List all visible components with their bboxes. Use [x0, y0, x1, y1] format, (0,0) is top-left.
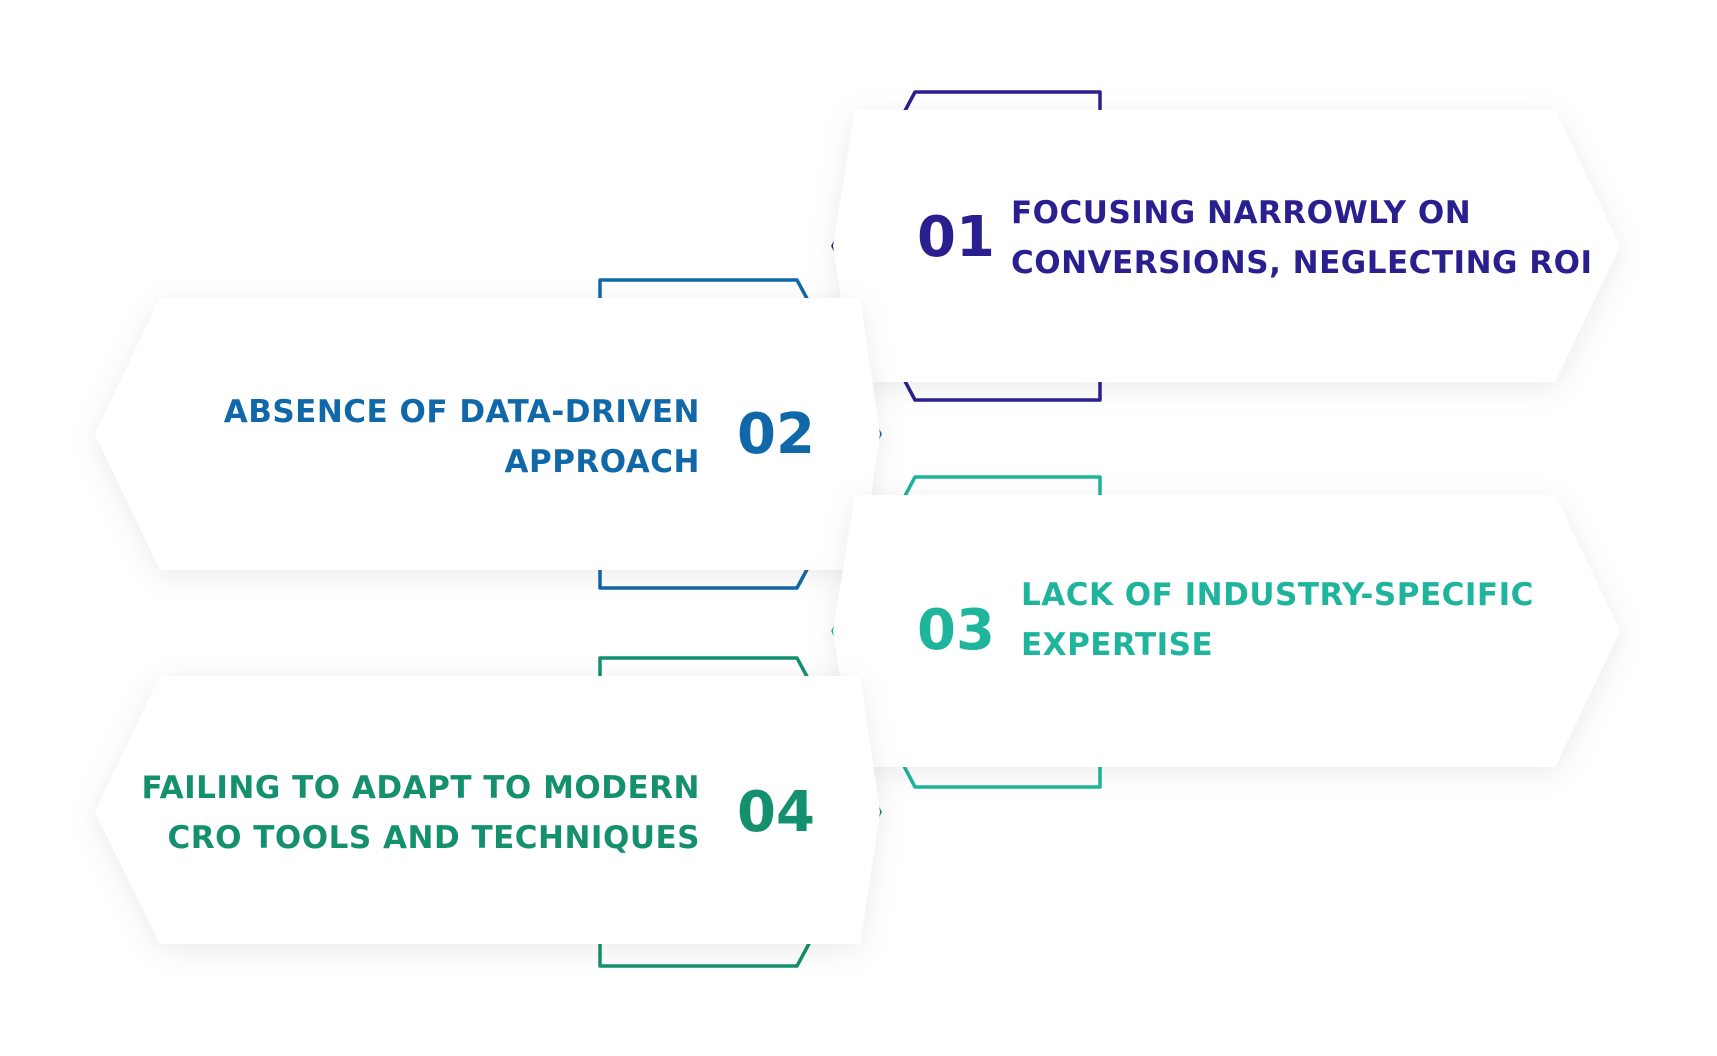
item-03-label: LACK OF INDUSTRY-SPECIFIC EXPERTISE [1021, 570, 1621, 670]
item-04-label: FAILING TO ADAPT TO MODERN CRO TOOLS AND… [100, 763, 700, 863]
item-01-label: FOCUSING NARROWLY ON CONVERSIONS, NEGLEC… [1011, 188, 1611, 288]
item-03-card [833, 495, 1620, 767]
item-02-number: 02 [737, 402, 815, 467]
item-03-line-2: EXPERTISE [1021, 627, 1214, 663]
item-01-number: 01 [917, 205, 995, 270]
item-02-card [95, 298, 880, 570]
item-02-line-1: ABSENCE OF DATA-DRIVEN [223, 394, 700, 430]
item-01-line-1: FOCUSING NARROWLY ON [1011, 195, 1472, 231]
item-02-label: ABSENCE OF DATA-DRIVEN APPROACH [100, 387, 700, 487]
item-04-line-1: FAILING TO ADAPT TO MODERN [141, 770, 700, 806]
item-03-shape [831, 475, 1620, 789]
item-03-line-1: LACK OF INDUSTRY-SPECIFIC [1021, 577, 1534, 613]
item-01-line-2: CONVERSIONS, NEGLECTING ROI [1011, 245, 1593, 281]
item-04-card [95, 676, 880, 944]
item-02-line-2: APPROACH [504, 444, 700, 480]
item-04-line-2: CRO TOOLS AND TECHNIQUES [167, 820, 700, 856]
item-01-shape [831, 90, 1620, 402]
item-02-shape [95, 278, 882, 590]
item-04-number: 04 [737, 780, 815, 845]
item-04-shape [95, 656, 882, 968]
item-03-number: 03 [917, 598, 995, 663]
item-01-card [833, 110, 1620, 382]
